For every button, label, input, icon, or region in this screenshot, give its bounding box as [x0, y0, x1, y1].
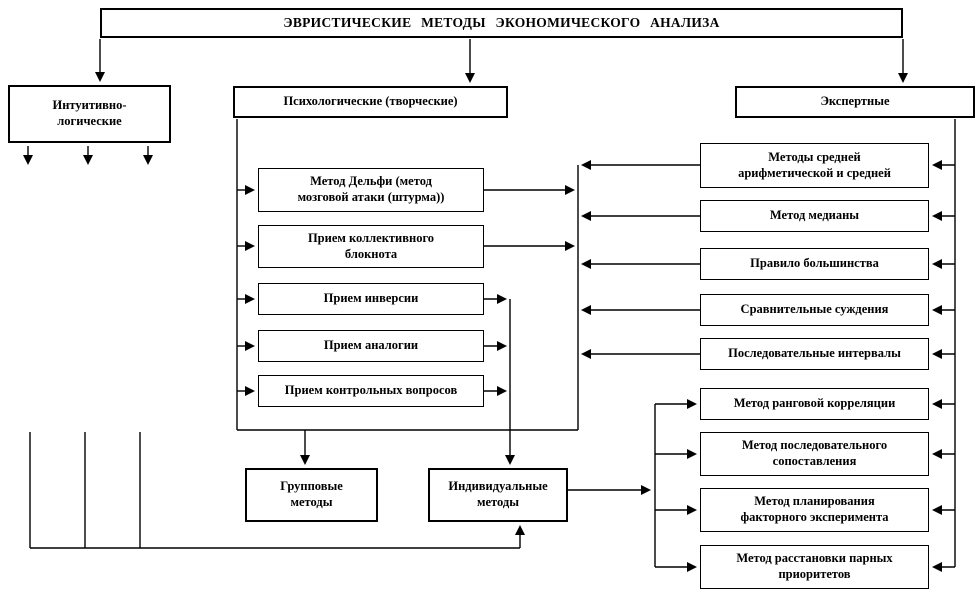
group-methods-box: Групповые методы	[245, 468, 378, 522]
individual-methods-box: Индивидуальные методы	[428, 468, 568, 522]
expert-method-pairwise-priorities: Метод расстановки парных приоритетов	[700, 545, 929, 589]
expert-method-factor-experiment-planning: Метод планирования факторного эксперимен…	[700, 488, 929, 532]
psych-method-analogy: Прием аналогии	[258, 330, 484, 362]
diagram-title: ЭВРИСТИЧЕСКИЕ МЕТОДЫ ЭКОНОМИЧЕСКОГО АНАЛ…	[100, 8, 903, 38]
expert-method-majority-rule: Правило большинства	[700, 248, 929, 280]
psych-method-control-questions: Прием контрольных вопросов	[258, 375, 484, 407]
psych-method-inversion: Прием инверсии	[258, 283, 484, 315]
expert-method-sequential-intervals: Последовательные интервалы	[700, 338, 929, 370]
expert-method-comparative-judgments: Сравнительные суждения	[700, 294, 929, 326]
category-psychological: Психологические (творческие)	[233, 86, 508, 118]
expert-method-median: Метод медианы	[700, 200, 929, 232]
expert-method-mean: Методы средней арифметической и средней	[700, 143, 929, 188]
category-expert: Экспертные	[735, 86, 975, 118]
psych-method-collective-notebook: Прием коллективного блокнота	[258, 225, 484, 268]
psych-method-delphi: Метод Дельфи (метод мозговой атаки (штур…	[258, 168, 484, 212]
expert-method-sequential-comparison: Метод последовательного сопоставления	[700, 432, 929, 476]
expert-method-rank-correlation: Метод ранговой корреляции	[700, 388, 929, 420]
category-intuitive: Интуитивно- логические	[8, 85, 171, 143]
